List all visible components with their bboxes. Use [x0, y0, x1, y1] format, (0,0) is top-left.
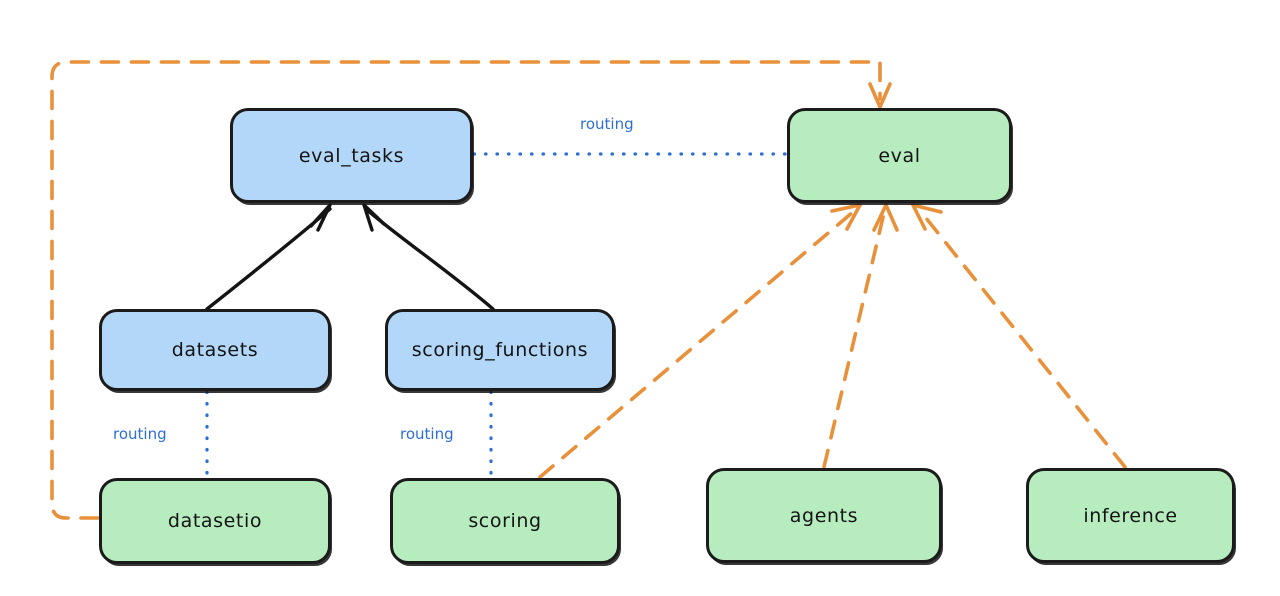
edge-label-routing-datasetio: routing — [113, 425, 167, 443]
node-label: eval_tasks — [298, 144, 405, 167]
node-scoring-functions[interactable]: scoring_functions — [385, 309, 615, 391]
node-datasets[interactable]: datasets — [99, 309, 331, 391]
node-inference[interactable]: inference — [1026, 468, 1235, 563]
edge-agents-to-eval-dependency — [822, 203, 899, 469]
edge-label-routing-scoring: routing — [400, 425, 454, 443]
node-label: scoring — [468, 510, 542, 532]
node-label: datasets — [171, 339, 259, 361]
node-datasetio[interactable]: datasetio — [99, 478, 331, 564]
node-label: scoring_functions — [411, 339, 589, 361]
edge-scoring_functions-to-eval_tasks — [362, 203, 495, 311]
node-label: inference — [1083, 504, 1178, 527]
node-eval-tasks[interactable]: eval_tasks — [230, 108, 473, 203]
edge-datasetio-to-eval-dependency — [50, 60, 892, 520]
node-label: datasetio — [167, 510, 263, 532]
node-scoring[interactable]: scoring — [390, 478, 620, 564]
node-label: eval — [878, 144, 921, 167]
edge-label-routing-eval: routing — [580, 115, 634, 133]
edge-inference-to-eval-dependency — [911, 203, 1127, 469]
node-eval[interactable]: eval — [787, 108, 1012, 203]
edge-scoring-to-eval-dependency — [538, 203, 862, 479]
node-label: agents — [789, 504, 859, 527]
node-agents[interactable]: agents — [706, 468, 942, 563]
edge-datasets-to-eval_tasks — [205, 203, 332, 311]
